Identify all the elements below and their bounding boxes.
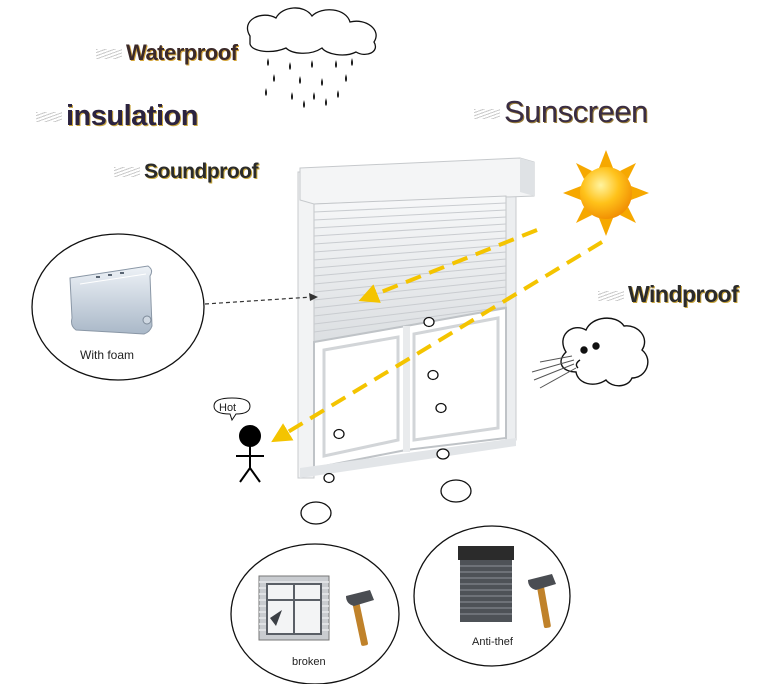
cloud-rain-icon: [247, 7, 377, 108]
feature-insulation-label: insulation: [66, 100, 198, 132]
hot-label: Hot: [219, 402, 237, 414]
feature-windproof: Windproof: [598, 281, 739, 308]
anti-theft-label: Anti-thef: [472, 636, 513, 648]
hammer-icon: [528, 574, 556, 629]
feature-soundproof: Soundproof: [114, 160, 258, 184]
wind-face-icon: [531, 317, 649, 389]
sun-icon: [563, 150, 649, 236]
feature-sunscreen: Sunscreen: [474, 94, 648, 130]
feature-soundproof-label: Soundproof: [144, 160, 258, 183]
hot-speech-bubble: [213, 397, 251, 422]
anti-theft-callout: [413, 525, 571, 667]
broken-label: broken: [292, 656, 326, 668]
hammer-icon: [346, 590, 374, 646]
feature-waterproof-label: Waterproof: [126, 40, 238, 65]
thought-bubbles: [300, 316, 472, 525]
foam-pointer-arrowhead: [309, 293, 318, 301]
foam-slat-callout: [31, 233, 205, 381]
feature-waterproof: Waterproof: [96, 40, 238, 66]
feature-windproof-label: Windproof: [628, 281, 739, 307]
roller-shutter-window: [297, 157, 535, 479]
foam-pointer-arrow: [204, 296, 313, 305]
sun-ray-arrows: [271, 228, 604, 443]
broken-window-callout: [230, 543, 400, 684]
with-foam-label: With foam: [80, 348, 135, 362]
person-icon: [236, 425, 264, 483]
feature-sunscreen-label: Sunscreen: [504, 94, 648, 129]
feature-insulation: insulation: [36, 100, 198, 133]
